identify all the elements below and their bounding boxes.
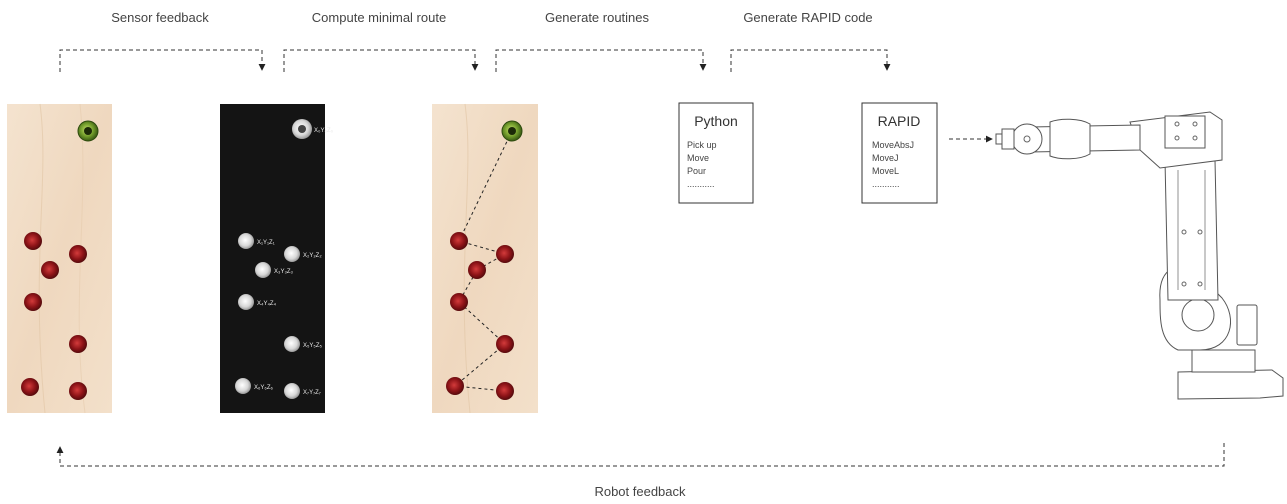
dark-board [220,104,325,413]
rapid-line-1: MoveAbsJ [872,140,914,150]
red-cup [450,293,468,311]
python-line-2: Move [687,153,709,163]
detected-cup [238,233,254,249]
stage-label-compute-route: Compute minimal route [312,10,446,25]
detected-cup [284,336,300,352]
red-cup [496,245,514,263]
python-box: Python Pick up Move Pour ........... [678,102,754,204]
stage-arrows [59,49,891,72]
python-line-3: Pour [687,166,706,176]
route-path [453,130,513,392]
red-cup [69,335,87,353]
robot-feedback-loop [56,443,1225,467]
wood-board [7,104,112,413]
route-board [432,103,538,414]
route-arrow [283,49,479,72]
coord-label-4: X₄Y₄Z₄ [257,301,277,307]
stage-label-generate-routines: Generate routines [545,10,650,25]
coord-label-2: X₂Y₂Z₂ [303,253,322,259]
detected-cup [255,262,271,278]
rapid-box: RAPID MoveAbsJ MoveJ MoveL ........... [861,102,938,204]
sensor-board [7,103,112,414]
red-cup [69,382,87,400]
robot-feedback-label: Robot feedback [594,484,686,499]
red-cup [450,232,468,250]
red-cup [41,261,59,279]
rapid-title: RAPID [878,113,921,129]
red-cup [468,261,486,279]
coord-label-7: X₇Y₇Z₇ [303,390,321,396]
red-cup [21,378,39,396]
coord-label-5: X₅Y₅Z₅ [303,343,323,349]
routines-arrow [495,49,707,72]
robot-arm-icon [995,111,1284,400]
detected-cup [284,246,300,262]
wood-board [432,104,538,413]
rapid-arrow [730,49,891,72]
rapid-line-3: MoveL [872,166,899,176]
red-cup [69,245,87,263]
stage-label-generate-rapid: Generate RAPID code [743,10,872,25]
detection-board: X₀Y₀Z₀ X₁Y₁Z₁ X₂Y₂Z₂ X₃Y₃Z₃ X₄Y₄Z₄ X₅Y₅Z… [220,104,334,413]
rapid-line-2: MoveJ [872,153,899,163]
coord-label-0: X₀Y₀Z₀ [314,128,334,134]
coord-label-1: X₁Y₁Z₁ [257,240,275,246]
coord-label-3: X₃Y₃Z₃ [274,269,294,275]
red-cup [446,377,464,395]
python-line-4: ........... [687,179,715,189]
python-line-1: Pick up [687,140,717,150]
python-document [678,102,754,204]
red-cup [496,382,514,400]
stage-label-sensor-feedback: Sensor feedback [111,10,209,25]
python-title: Python [694,113,738,129]
red-cup [24,232,42,250]
rapid-document [861,102,938,204]
detected-cup [284,383,300,399]
coord-label-6: X₆Y₆Z₆ [254,385,274,391]
detected-cup [238,294,254,310]
rapid-line-4: ........... [872,179,900,189]
red-cup [496,335,514,353]
detected-cup [235,378,251,394]
sensor-arrow [59,49,266,72]
red-cup [24,293,42,311]
